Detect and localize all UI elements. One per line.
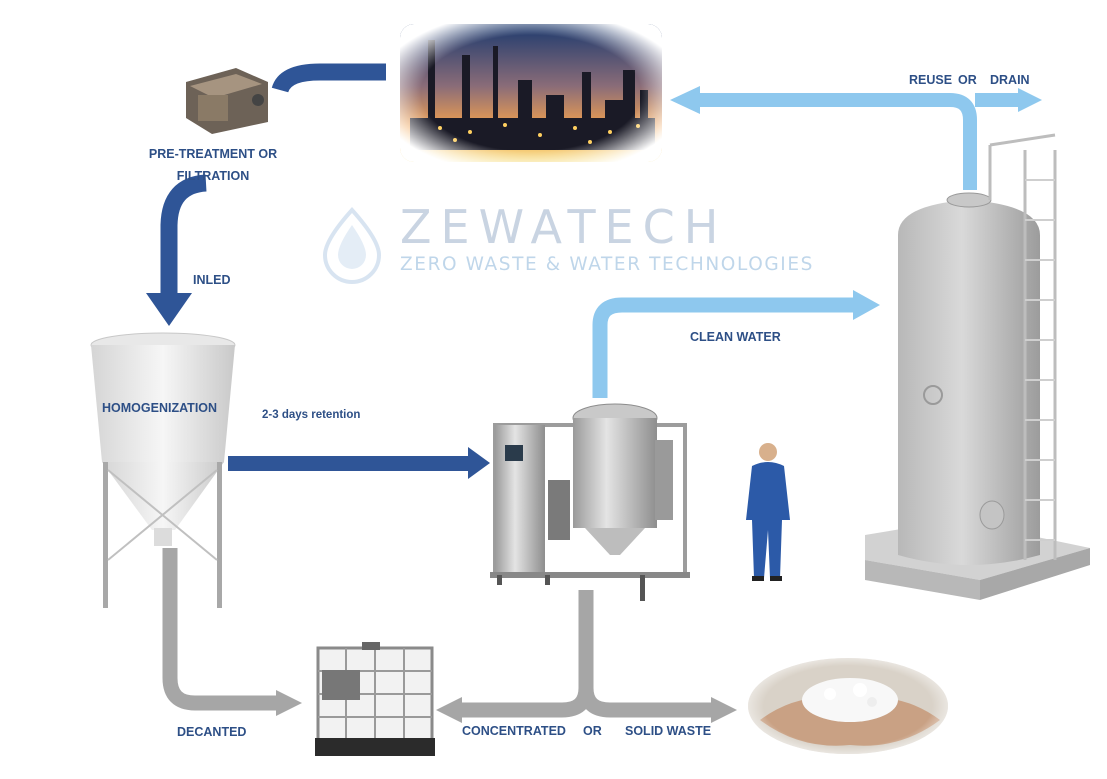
evaporator-unit-icon [490, 403, 690, 601]
label-decanted: DECANTED [177, 725, 247, 739]
label-homogenization: HOMOGENIZATION [102, 401, 218, 415]
flow-reuse-drain [700, 93, 977, 190]
arrowhead-right-light [853, 290, 880, 320]
flow-tank-to-evaporator [228, 456, 470, 471]
flow-refinery-to-filter [271, 63, 386, 94]
arrowhead-right-dark [468, 447, 490, 479]
label-pretreatment-line1: PRE-TREATMENT OR [148, 147, 278, 161]
label-or-top: OR [958, 73, 977, 87]
solid-salt-hands-icon [748, 658, 948, 754]
arrowhead-left-light [670, 86, 700, 114]
label-reuse: REUSE [909, 73, 953, 87]
label-drain: DRAIN [990, 73, 1030, 87]
arrowhead-down-dark [146, 293, 192, 326]
ibc-container-icon [315, 642, 435, 756]
flow-solid-waste [578, 687, 713, 718]
arrowhead-right-grey [276, 690, 302, 716]
operator-figure-icon [746, 443, 790, 581]
brand-watermark: ZEWATECH ZERO WASTE & WATER TECHNOLOGIES [316, 200, 836, 282]
arrowhead-right-grey-2 [711, 697, 737, 723]
label-pretreatment-line2: FILTRATION [176, 169, 250, 183]
flow-concentrated [460, 687, 594, 718]
flow-clean-water [592, 297, 855, 398]
label-clean-water: CLEAN WATER [690, 330, 781, 344]
refinery-photo-icon [400, 24, 662, 162]
storage-tank-icon [865, 133, 1090, 600]
arrowhead-right-drain [1018, 88, 1042, 112]
label-retention: 2-3 days retention [262, 409, 361, 421]
flow-decanted [162, 548, 278, 711]
filter-machine-icon [186, 68, 268, 134]
label-solid-waste: SOLID WASTE [625, 724, 712, 738]
arrowhead-left-grey [436, 697, 462, 723]
water-drop-logo-icon [322, 207, 382, 284]
homogenization-tank-icon [90, 332, 236, 608]
flow-filter-to-tank [160, 174, 207, 295]
label-pretreatment: PRE-TREATMENT OR FILTRATION [137, 143, 289, 187]
label-inled: INLED [193, 273, 231, 287]
label-concentrated: CONCENTRATED [462, 724, 566, 738]
label-or-bottom: OR [583, 724, 602, 738]
brand-name: ZEWATECH [400, 200, 728, 254]
brand-tagline: ZERO WASTE & WATER TECHNOLOGIES [400, 254, 814, 275]
